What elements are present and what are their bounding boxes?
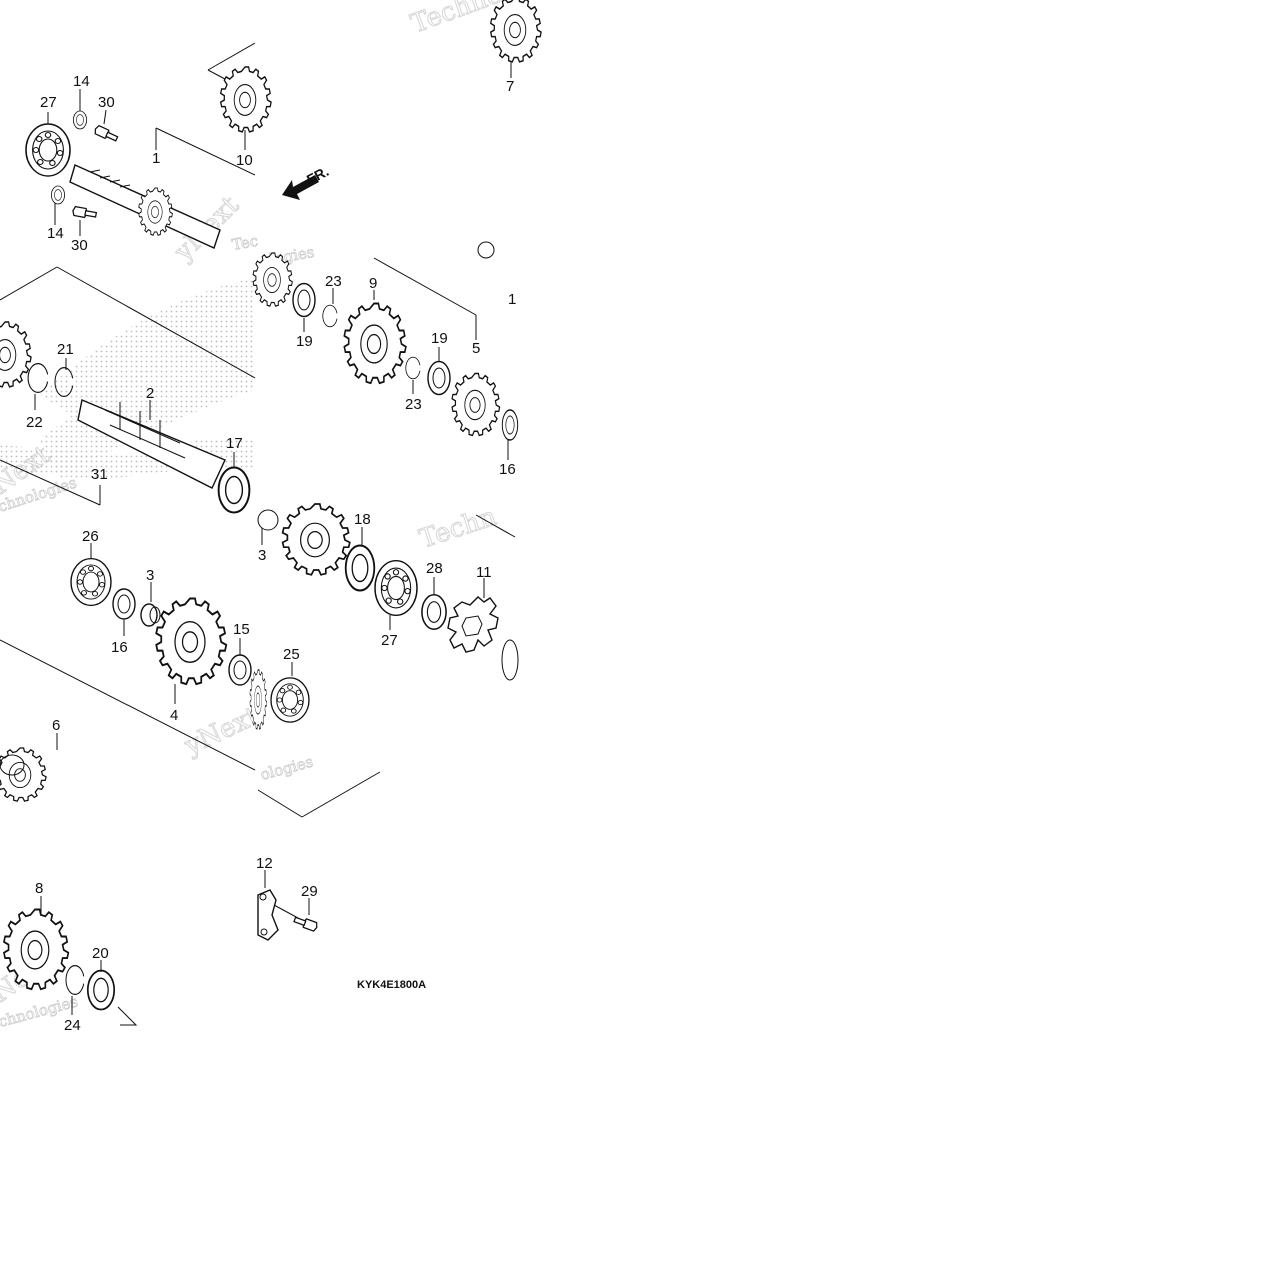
logo-dot-pattern xyxy=(40,330,255,480)
callout-2: 2 xyxy=(146,385,154,402)
washer-17 xyxy=(217,466,251,514)
callout-27-lower: 27 xyxy=(381,632,398,649)
washer-16-right xyxy=(501,409,519,441)
bushing-3 xyxy=(140,603,158,627)
callout-26: 26 xyxy=(82,528,99,545)
watermark-text: Techn xyxy=(416,502,500,555)
tile-gear-cluster xyxy=(252,241,519,460)
callout-27: 27 xyxy=(40,94,57,111)
tile-mainshaft-assembly: FR. xyxy=(25,42,331,249)
callout-6: 6 xyxy=(52,717,60,734)
bearing-25 xyxy=(270,677,310,723)
shaft-gear xyxy=(138,187,173,236)
callout-16-right: 16 xyxy=(499,461,516,478)
gear-4 xyxy=(155,597,228,686)
callout-10: 10 xyxy=(236,152,253,169)
washer-15 xyxy=(228,654,252,686)
gear-5 xyxy=(451,372,501,437)
gear-7 xyxy=(489,0,542,63)
bolt-29 xyxy=(292,914,319,933)
callout-23-lower: 23 xyxy=(405,396,422,413)
drawing-code: KYK4E1800A xyxy=(357,979,426,991)
clip-24 xyxy=(65,964,87,996)
callout-25: 25 xyxy=(283,646,300,663)
callout-16: 16 xyxy=(111,639,128,656)
callout-30: 30 xyxy=(98,94,115,111)
group-outline xyxy=(301,771,381,818)
callout-12: 12 xyxy=(256,855,273,872)
callout-30-lower: 30 xyxy=(71,237,88,254)
seal-28 xyxy=(421,593,447,631)
washer-16 xyxy=(112,588,136,620)
callout-3-right: 3 xyxy=(258,547,266,564)
bearing-27-lower xyxy=(374,559,418,617)
gear-10 xyxy=(219,66,272,133)
callout-5: 5 xyxy=(472,340,480,357)
washer-20 xyxy=(86,969,116,1011)
callout-4: 4 xyxy=(170,707,178,724)
callout-1-right: 1 xyxy=(508,291,516,308)
washer-14-lower xyxy=(50,185,66,205)
callout-14-lower: 14 xyxy=(47,225,64,242)
watermark-text: Tec xyxy=(231,232,260,254)
tile-countershaft-assembly xyxy=(0,266,256,514)
clip-22 xyxy=(27,363,51,393)
tile-sprocket-assembly xyxy=(249,503,519,730)
group-outline xyxy=(257,789,303,818)
callout-1: 1 xyxy=(152,150,160,167)
washer-19 xyxy=(292,282,316,318)
tile-gear-8-assembly xyxy=(3,896,138,1026)
callout-19-lower: 19 xyxy=(431,330,448,347)
bearing-27 xyxy=(25,123,71,177)
callout-14: 14 xyxy=(73,73,90,90)
clip-23-lower xyxy=(405,356,423,380)
washer-18 xyxy=(344,544,376,592)
callout-7: 7 xyxy=(506,78,514,95)
callout-11: 11 xyxy=(476,564,492,581)
logo-dot-pattern xyxy=(40,278,255,420)
washer-14 xyxy=(72,110,88,130)
countershaft-2 xyxy=(77,399,226,489)
callout-15: 15 xyxy=(233,621,250,638)
callout-23: 23 xyxy=(325,273,342,290)
gear-left-partial xyxy=(0,321,32,388)
callout-24: 24 xyxy=(64,1017,81,1034)
callout-17: 17 xyxy=(226,435,243,452)
callout-29: 29 xyxy=(301,883,318,900)
callout-19: 19 xyxy=(296,333,313,350)
watermark-layer: Techno yNext Tec ologies Techn Next chno… xyxy=(0,0,507,1031)
bearing-26 xyxy=(70,557,112,607)
callout-21: 21 xyxy=(57,341,74,358)
front-direction-arrow xyxy=(282,175,319,200)
callout-labels: 27 14 30 1 10 14 30 7 21 22 2 17 31 23 9… xyxy=(26,73,516,1034)
callout-3: 3 xyxy=(146,567,154,584)
bolt-30 xyxy=(92,124,120,144)
clip-23 xyxy=(322,304,340,328)
callout-18: 18 xyxy=(354,511,371,528)
gear-upper-partial xyxy=(281,503,351,576)
callout-9: 9 xyxy=(369,275,377,292)
stopper-plate-12 xyxy=(257,889,279,941)
sprocket-11 xyxy=(447,596,499,653)
tile-output-assembly xyxy=(0,543,256,802)
callout-28: 28 xyxy=(426,560,443,577)
callout-22: 22 xyxy=(26,414,43,431)
gear-9 xyxy=(343,302,407,385)
callout-8: 8 xyxy=(35,880,43,897)
washer-19-lower xyxy=(427,360,451,396)
tile-stopper-plate xyxy=(257,870,319,941)
watermark-text: ologies xyxy=(258,753,315,784)
callout-31: 31 xyxy=(91,466,108,483)
bolt-30-lower xyxy=(71,205,98,220)
callout-20: 20 xyxy=(92,945,109,962)
